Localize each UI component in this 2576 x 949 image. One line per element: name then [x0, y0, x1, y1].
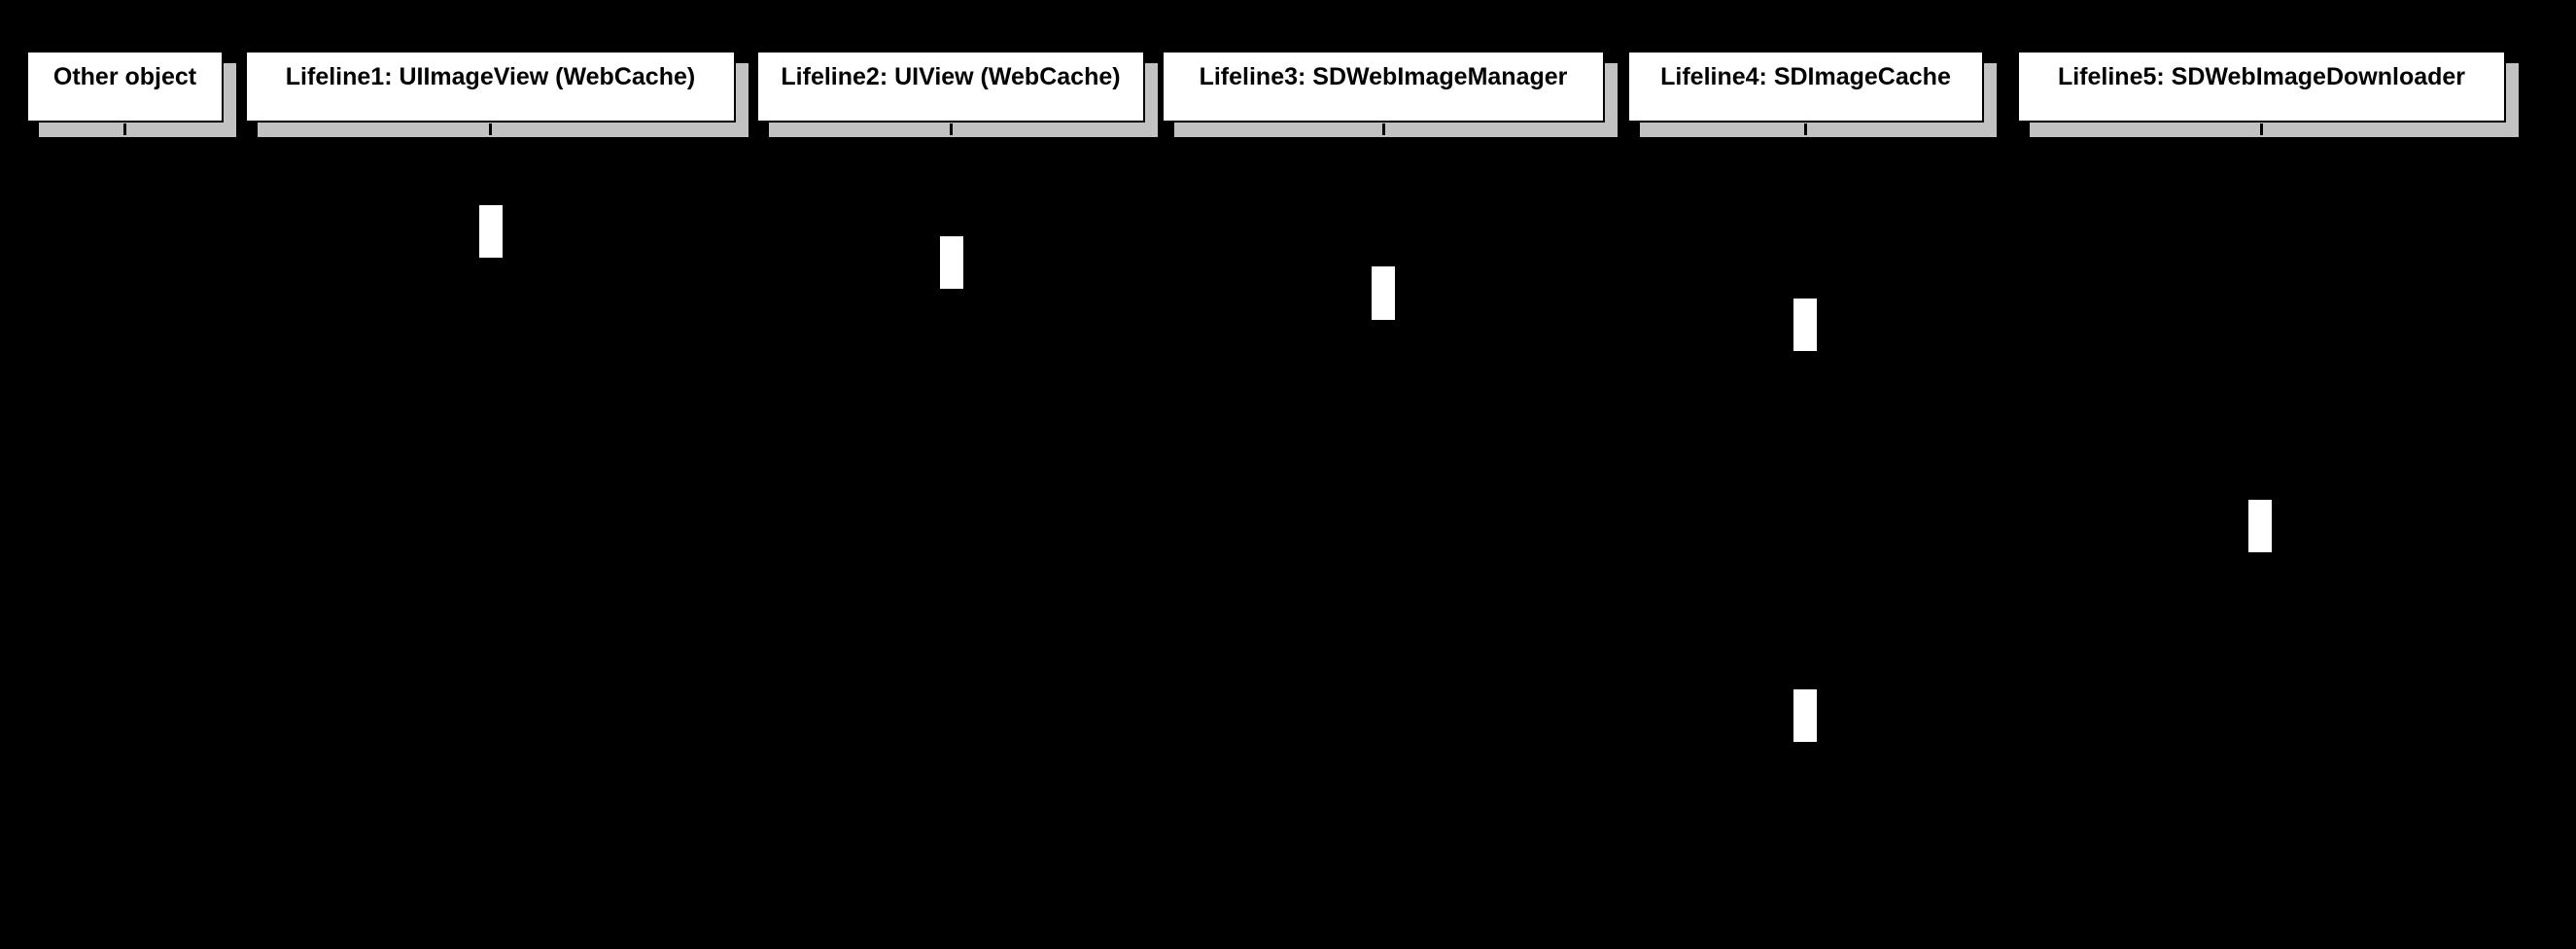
lifeline-tick-lifeline4: [1804, 123, 1807, 135]
lifeline-tick-lifeline1: [489, 123, 492, 135]
activation-bar-lifeline5: [2248, 500, 2272, 552]
lifeline-head-lifeline4: Lifeline4: SDImageCache: [1627, 51, 1984, 123]
lifeline-tick-lifeline2: [950, 123, 953, 135]
lifeline-label: Lifeline2: UIView (WebCache): [781, 63, 1121, 90]
activation-bar-lifeline1: [479, 205, 503, 258]
lifeline-label: Lifeline4: SDImageCache: [1660, 63, 1951, 90]
activation-bar-lifeline2: [940, 236, 963, 289]
activation-bar-lifeline3: [1372, 266, 1395, 320]
lifeline-label: Other object: [52, 63, 197, 90]
lifeline-head-lifeline1: Lifeline1: UIImageView (WebCache): [245, 51, 736, 123]
lifeline-label: Lifeline1: UIImageView (WebCache): [285, 63, 696, 90]
lifeline-tick-lifeline3: [1382, 123, 1385, 135]
lifeline-tick-lifeline5: [2260, 123, 2263, 135]
lifeline-tick-other-object: [123, 123, 126, 135]
lifeline-label: Lifeline3: SDWebImageManager: [1199, 63, 1568, 90]
lifeline-head-lifeline5: Lifeline5: SDWebImageDownloader: [2017, 51, 2506, 123]
lifeline-label: Lifeline5: SDWebImageDownloader: [2057, 63, 2466, 90]
lifeline-head-lifeline3: Lifeline3: SDWebImageManager: [1162, 51, 1605, 123]
lifeline-head-lifeline2: Lifeline2: UIView (WebCache): [756, 51, 1145, 123]
lifeline-head-other-object: Other object: [26, 51, 224, 123]
activation-bar-lifeline4-second: [1793, 689, 1817, 742]
activation-bar-lifeline4-first: [1793, 299, 1817, 351]
